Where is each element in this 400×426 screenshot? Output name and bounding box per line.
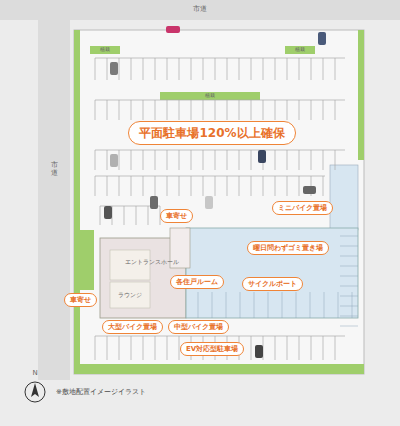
callout-text: 中型バイク置場 xyxy=(169,321,228,333)
caption: ※敷地配置イメージイラスト xyxy=(56,387,146,397)
callout-box: 中型バイク置場 xyxy=(168,320,229,334)
callout-box: 各住戸ルーム xyxy=(170,275,224,289)
callout-box: ミニバイク置場 xyxy=(272,201,333,215)
callout-text: 車寄せ xyxy=(65,294,96,306)
callout-text: 曜日問わずゴミ置き場 xyxy=(248,242,328,254)
callout-text: サイクルポート xyxy=(243,278,302,290)
map-label: 市道 xyxy=(51,162,58,177)
callout-text: 大型バイク置場 xyxy=(103,321,162,333)
callout-box: 大型バイク置場 xyxy=(102,320,163,334)
map-label: 植栽 xyxy=(295,47,305,53)
map-label: エントランスホール xyxy=(125,259,179,265)
map-label: 市道 xyxy=(193,6,207,14)
map-label: N xyxy=(32,370,37,378)
callout-text: 車寄せ xyxy=(161,210,192,222)
callout-box: EV対応型駐車場 xyxy=(180,342,244,356)
callout-box: 車寄せ xyxy=(64,293,97,307)
callout-box: 曜日問わずゴミ置き場 xyxy=(247,241,329,255)
callout-box: サイクルポート xyxy=(242,277,303,291)
callout-box: 平面駐車場120%以上確保 xyxy=(128,121,295,145)
callout-box: 車寄せ xyxy=(160,209,193,223)
callout-text: ミニバイク置場 xyxy=(273,202,332,214)
callout-text: 平面駐車場120%以上確保 xyxy=(129,122,294,144)
north-arrow xyxy=(25,382,45,402)
callout-text: 各住戸ルーム xyxy=(171,276,223,288)
map-label: 植栽 xyxy=(205,93,215,99)
callout-text: EV対応型駐車場 xyxy=(181,343,243,355)
map-label: 植栽 xyxy=(100,47,110,53)
map-label: ラウンジ xyxy=(118,292,142,299)
